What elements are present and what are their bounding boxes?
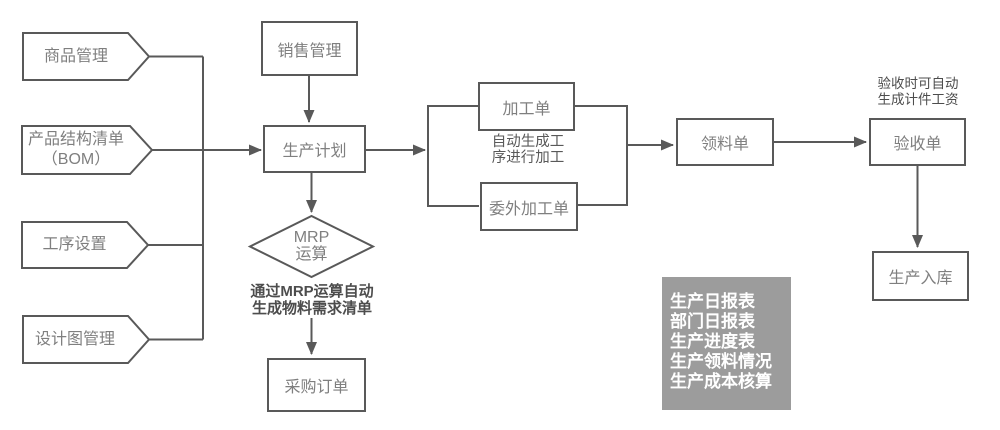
node-material-requisition: 领料单 [676, 118, 774, 166]
input-label-goods-management: 商品管理 [43, 47, 108, 65]
input-shape-design-drawing [22, 315, 151, 364]
node-acceptance: 验收单 [869, 118, 966, 166]
report-item: 生产领料情况 [670, 352, 772, 371]
node-production-plan: 生产计划 [263, 125, 366, 173]
mrp-diamond-shape [247, 214, 376, 279]
node-production-warehouse: 生产入库 [872, 251, 969, 301]
node-outsourcing-order: 委外加工单 [480, 182, 578, 231]
report-item: 生产成本核算 [670, 372, 772, 391]
node-sales-management: 销售管理 [261, 21, 358, 76]
reports-panel: 生产日报表 部门日报表 生产进度表 生产领料情况 生产成本核算 [662, 277, 791, 410]
input-junction-lines [148, 55, 204, 341]
report-item: 生产日报表 [670, 292, 755, 311]
input-shape-bom [21, 125, 154, 175]
node-work-order: 加工单 [478, 82, 575, 131]
acceptance-note: 验收时可自动 生成计件工资 [877, 76, 959, 107]
report-item: 部门日报表 [670, 312, 755, 331]
bracket-orders-right [575, 105, 628, 206]
report-item: 生产进度表 [670, 332, 755, 351]
mrp-diamond-label: MRP 运算 [293, 229, 330, 263]
bracket-orders-left [427, 105, 479, 207]
process-note: 自动生成工 序进行加工 [491, 134, 565, 166]
input-label-design-drawing: 设计图管理 [34, 330, 115, 348]
node-purchase-order: 采购订单 [267, 358, 366, 412]
input-shape-process-setup [21, 221, 150, 269]
mrp-note: 通过MRP运算自动 生成物料需求清单 [250, 283, 374, 317]
input-label-bom: 产品结构清单 （BOM） [27, 131, 124, 168]
input-shape-goods-management [22, 32, 151, 81]
input-label-process-setup: 工序设置 [42, 236, 107, 253]
